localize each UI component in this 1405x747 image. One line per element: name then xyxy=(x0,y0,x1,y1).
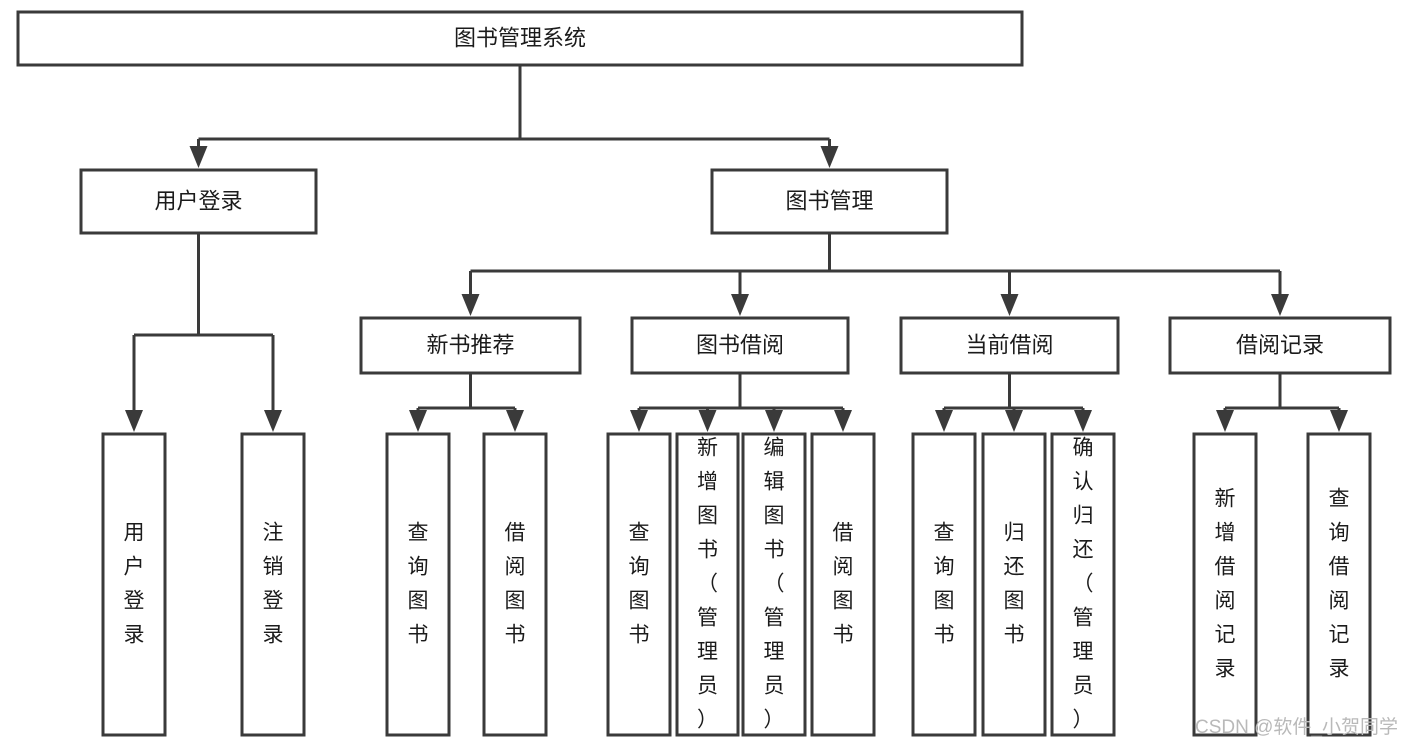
node-user-login[interactable]: 用户登录 xyxy=(79,168,318,235)
csdn-watermark: CSDN @软件_小贺同学 xyxy=(1195,716,1398,738)
node-box-book-manage xyxy=(710,168,949,235)
node-leaf-query-book-borrow[interactable]: 查询图书 xyxy=(606,432,672,737)
node-leaf-confirm-return[interactable]: 确认归还（管理员） xyxy=(1050,432,1116,737)
node-leaf-query-borrow-record[interactable]: 查询借阅记录 xyxy=(1306,432,1372,737)
node-label-user-login: 用户登录 xyxy=(154,188,242,213)
arrow-head-leaf-user-logout xyxy=(264,410,282,432)
node-box-borrow-record xyxy=(1168,316,1392,375)
arrow-head-user-login xyxy=(189,146,208,168)
node-label-leaf-query-book-recommend: 查询图书 xyxy=(408,521,429,646)
node-leaf-query-book-recommend[interactable]: 查询图书 xyxy=(385,432,451,737)
node-leaf-edit-book[interactable]: 编辑图书（管理员） xyxy=(741,432,807,737)
node-leaf-borrow-book[interactable]: 借阅图书 xyxy=(810,432,876,737)
connector-new-book-recommend-to-leaves xyxy=(409,373,524,432)
node-root[interactable]: 图书管理系统 xyxy=(16,10,1024,67)
node-label-new-book-recommend: 新书推荐 xyxy=(426,332,514,357)
arrow-head-borrow-record xyxy=(1271,294,1289,316)
node-box-leaf-user-logout xyxy=(240,432,306,737)
node-box-leaf-return-book xyxy=(981,432,1047,737)
node-box-user-login xyxy=(79,168,318,235)
node-box-leaf-add-borrow-record xyxy=(1192,432,1258,737)
node-label-leaf-add-borrow-record: 新增借阅记录 xyxy=(1215,487,1236,680)
arrow-head-leaf-edit-book xyxy=(765,410,783,432)
arrow-head-leaf-query-book-current xyxy=(935,410,953,432)
connector-user-login-to-leaves xyxy=(125,233,282,432)
node-box-root xyxy=(16,10,1024,67)
arrow-head-leaf-add-borrow-record xyxy=(1216,410,1234,432)
node-box-leaf-query-borrow-record xyxy=(1306,432,1372,737)
node-label-current-borrow: 当前借阅 xyxy=(965,332,1053,357)
node-box-leaf-edit-book xyxy=(741,432,807,737)
node-box-leaf-confirm-return xyxy=(1050,432,1116,737)
node-book-manage[interactable]: 图书管理 xyxy=(710,168,949,235)
node-label-leaf-query-borrow-record: 查询借阅记录 xyxy=(1329,487,1350,680)
node-label-leaf-confirm-return: 确认归还（管理员） xyxy=(1073,436,1094,731)
connector-root-to-level2 xyxy=(189,65,839,168)
node-new-book-recommend[interactable]: 新书推荐 xyxy=(359,316,582,375)
node-label-leaf-add-book: 新增图书（管理员） xyxy=(697,436,718,731)
node-box-new-book-recommend xyxy=(359,316,582,375)
node-label-leaf-return-book: 归还图书 xyxy=(1004,521,1025,646)
node-label-leaf-query-book-borrow: 查询图书 xyxy=(629,521,650,646)
connector-book-manage-to-level3 xyxy=(461,233,1289,316)
arrow-head-leaf-confirm-return xyxy=(1074,410,1092,432)
node-box-leaf-query-book-borrow xyxy=(606,432,672,737)
node-leaf-add-book[interactable]: 新增图书（管理员） xyxy=(675,432,740,737)
arrow-head-leaf-query-book-borrow xyxy=(630,410,648,432)
arrow-head-book-borrow xyxy=(731,294,749,316)
node-box-leaf-user-login xyxy=(101,432,167,737)
node-layer: 图书管理系统用户登录图书管理新书推荐图书借阅当前借阅借阅记录用户登录注销登录查询… xyxy=(16,10,1392,737)
arrow-head-leaf-user-login xyxy=(125,410,143,432)
arrow-head-current-borrow xyxy=(1000,294,1019,316)
arrow-head-leaf-add-book xyxy=(698,410,717,432)
node-leaf-user-login[interactable]: 用户登录 xyxy=(101,432,167,737)
arrow-head-book-manage xyxy=(820,146,839,168)
node-box-leaf-query-book-current xyxy=(911,432,977,737)
node-label-leaf-user-login: 用户登录 xyxy=(124,521,145,646)
arrow-head-leaf-borrow-book xyxy=(834,410,852,432)
arrow-head-leaf-return-book xyxy=(1005,410,1023,432)
node-leaf-return-book[interactable]: 归还图书 xyxy=(981,432,1047,737)
arrow-head-leaf-borrow-book-recommend xyxy=(506,410,524,432)
connector-current-borrow-to-leaves xyxy=(935,373,1092,432)
node-label-leaf-borrow-book-recommend: 借阅图书 xyxy=(505,521,526,646)
connector-borrow-record-to-leaves xyxy=(1216,373,1348,432)
node-label-leaf-edit-book: 编辑图书（管理员） xyxy=(764,436,785,731)
node-label-leaf-user-logout: 注销登录 xyxy=(263,521,284,646)
node-leaf-user-logout[interactable]: 注销登录 xyxy=(240,432,306,737)
node-label-leaf-borrow-book: 借阅图书 xyxy=(833,521,854,646)
arrow-head-leaf-query-book-recommend xyxy=(409,410,427,432)
node-leaf-query-book-current[interactable]: 查询图书 xyxy=(911,432,977,737)
node-box-current-borrow xyxy=(899,316,1120,375)
node-leaf-borrow-book-recommend[interactable]: 借阅图书 xyxy=(482,432,548,737)
node-label-leaf-query-book-current: 查询图书 xyxy=(934,521,955,646)
connector-layer xyxy=(125,65,1348,432)
arrow-head-leaf-query-borrow-record xyxy=(1330,410,1348,432)
node-box-leaf-add-book xyxy=(675,432,740,737)
node-box-leaf-query-book-recommend xyxy=(385,432,451,737)
node-label-borrow-record: 借阅记录 xyxy=(1236,332,1324,357)
node-borrow-record[interactable]: 借阅记录 xyxy=(1168,316,1392,375)
node-label-root: 图书管理系统 xyxy=(454,25,586,50)
node-box-leaf-borrow-book-recommend xyxy=(482,432,548,737)
node-box-leaf-borrow-book xyxy=(810,432,876,737)
connector-book-borrow-to-leaves xyxy=(630,373,852,432)
node-label-book-borrow: 图书借阅 xyxy=(696,332,784,357)
node-current-borrow[interactable]: 当前借阅 xyxy=(899,316,1120,375)
node-leaf-add-borrow-record[interactable]: 新增借阅记录 xyxy=(1192,432,1258,737)
node-label-book-manage: 图书管理 xyxy=(785,188,873,213)
arrow-head-new-book-recommend xyxy=(461,294,480,316)
node-book-borrow[interactable]: 图书借阅 xyxy=(630,316,850,375)
node-box-book-borrow xyxy=(630,316,850,375)
